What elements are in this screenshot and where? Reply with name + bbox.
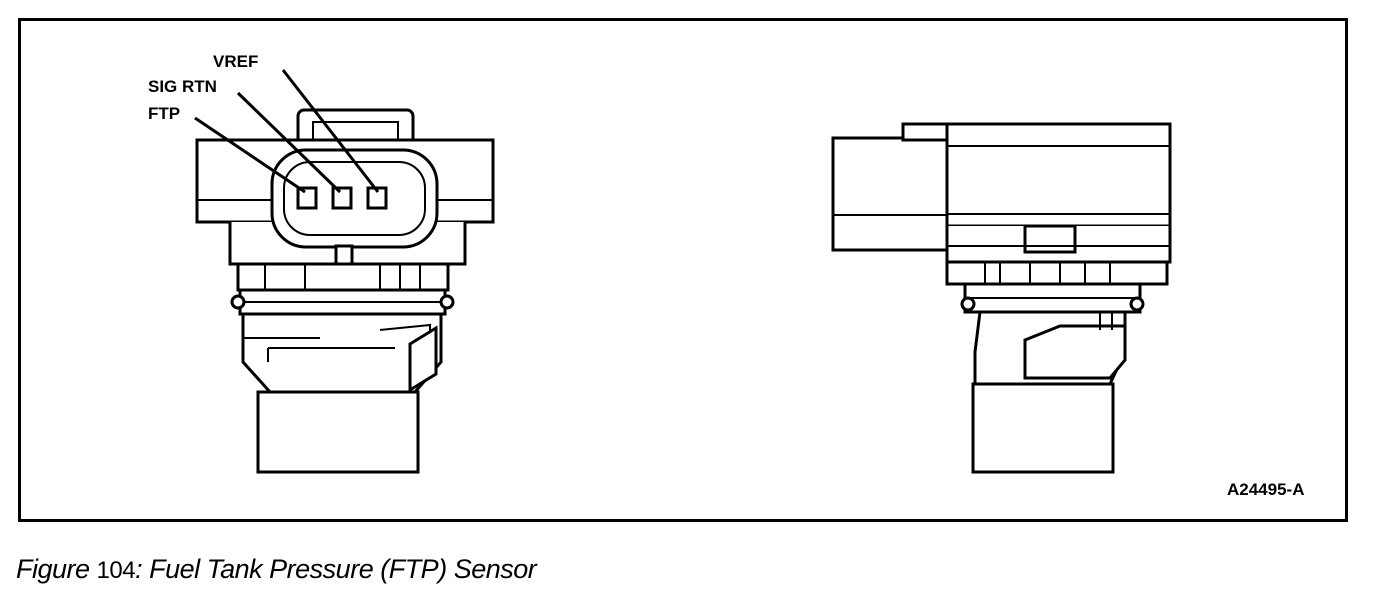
sig-rtn-pin — [331, 186, 353, 210]
side-connector-shell — [831, 136, 955, 252]
side-collar — [945, 260, 1169, 286]
caption-number: 104 — [96, 557, 136, 584]
caption-prefix: Figure — [16, 554, 90, 584]
side-bottom-port — [971, 382, 1115, 474]
sensor-diagram: VREF SIG RTN FTP A24495-A — [148, 52, 1305, 499]
vref-leader — [281, 69, 380, 193]
side-main-body — [945, 122, 1172, 228]
o-ring-right — [439, 294, 455, 310]
front-plug-face — [270, 148, 439, 249]
side-o-ring-left — [960, 296, 976, 312]
ftp-label: FTP — [148, 104, 180, 123]
vref-pin — [366, 186, 388, 210]
front-view — [195, 108, 495, 474]
front-side-tab — [408, 325, 438, 393]
front-bottom-port — [256, 390, 420, 474]
ftp-pin — [296, 186, 318, 210]
side-o-ring-right — [1129, 296, 1145, 312]
o-ring-left — [230, 294, 246, 310]
caption-title: : Fuel Tank Pressure (FTP) Sensor — [135, 554, 537, 584]
sig-rtn-label: SIG RTN — [148, 77, 217, 96]
ftp-leader — [194, 116, 306, 194]
figure-id: A24495-A — [1227, 480, 1305, 499]
vref-label: VREF — [213, 52, 258, 71]
side-view — [831, 122, 1172, 474]
sig-rtn-leader — [236, 91, 342, 194]
figure-caption: Figure 104: Fuel Tank Pressure (FTP) Sen… — [16, 554, 537, 585]
front-collar — [236, 262, 450, 292]
